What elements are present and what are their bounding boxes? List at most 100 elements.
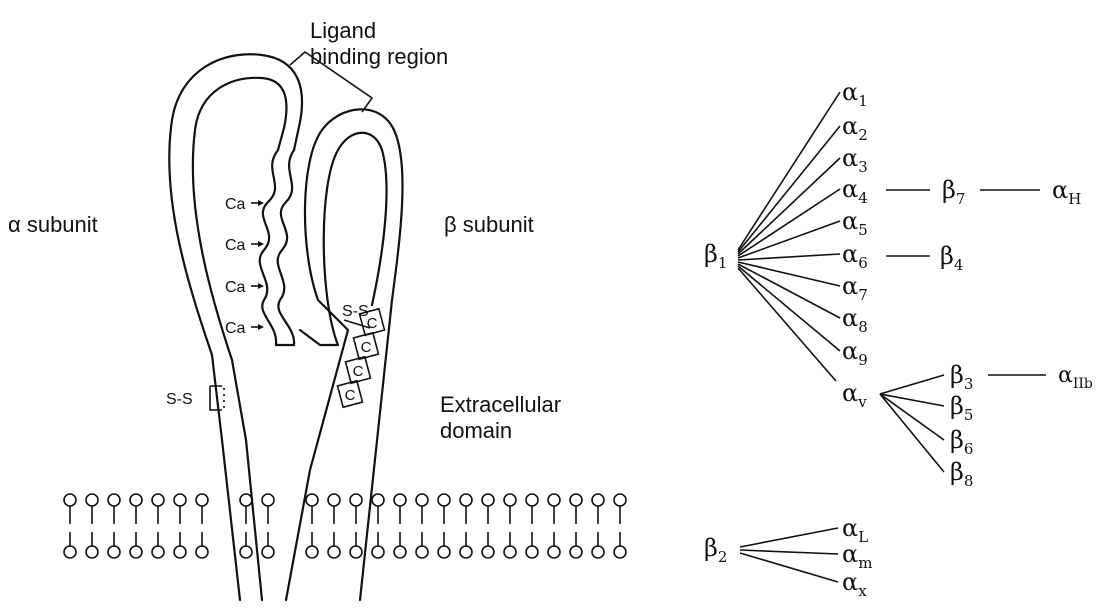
- alpha-node-6: α6: [842, 240, 868, 272]
- extracellular-label-line1: Extracellular: [440, 392, 561, 417]
- alphav-link: [880, 375, 944, 394]
- lipid-top: [130, 494, 142, 524]
- lipid-top: [262, 494, 274, 524]
- lipid-top: [570, 494, 582, 524]
- beta1-link: [738, 268, 836, 381]
- lipid-top: [240, 494, 252, 524]
- beta1-node: β1: [704, 240, 727, 272]
- lipid-top: [416, 494, 428, 524]
- lipid-top: [394, 494, 406, 524]
- lipid-bottom: [262, 532, 274, 558]
- beta2-link: [740, 553, 838, 582]
- lipid-bottom: [196, 532, 208, 558]
- alphaIIb-node: αIIb: [1058, 363, 1093, 392]
- beta1-link: [738, 254, 840, 260]
- cysteine-box-label: C: [361, 339, 372, 356]
- lipid-bottom: [108, 532, 120, 558]
- lipid-top: [86, 494, 98, 524]
- lipid-bottom: [548, 532, 560, 558]
- arrow-head-icon: [258, 241, 264, 247]
- beta-node-3: β3: [950, 361, 973, 393]
- beta-node-5: β5: [950, 392, 973, 424]
- calcium-site: Ca: [225, 196, 264, 213]
- lipid-top: [614, 494, 626, 524]
- ligand-label-line1: Ligand: [310, 18, 376, 43]
- beta4-node: β4: [940, 242, 963, 274]
- cysteine-box-label: C: [353, 363, 364, 380]
- calcium-site: Ca: [225, 279, 264, 296]
- calcium-binding-segment-left: [260, 150, 278, 345]
- beta1-link: [738, 266, 840, 351]
- lipid-top: [548, 494, 560, 524]
- cysteine-box: C: [345, 357, 370, 383]
- lipid-bottom: [526, 532, 538, 558]
- beta1-link: [738, 126, 840, 252]
- arrow-head-icon: [258, 324, 264, 330]
- calcium-site: Ca: [225, 237, 264, 254]
- beta-node-6: β6: [950, 426, 973, 458]
- cysteine-box: C: [337, 381, 362, 407]
- lipid-bottom: [64, 532, 76, 558]
- alpha-node-4: α4: [842, 175, 868, 207]
- alpha-node-x: αx: [842, 568, 867, 600]
- cysteine-box-label: C: [345, 387, 356, 404]
- lipid-bottom: [504, 532, 516, 558]
- ca-label: Ca: [225, 196, 246, 213]
- lipid-bottom: [416, 532, 428, 558]
- lipid-bottom: [240, 532, 252, 558]
- lipid-top: [174, 494, 186, 524]
- lipid-top: [350, 494, 362, 524]
- arrow-head-icon: [258, 200, 264, 206]
- calcium-sites: CaCaCaCa: [225, 196, 264, 337]
- beta2-link: [740, 550, 838, 554]
- calcium-site: Ca: [225, 320, 264, 337]
- beta-subunit-chain: [286, 109, 403, 600]
- lipid-top: [460, 494, 472, 524]
- lipid-bottom: [614, 532, 626, 558]
- beta2-link: [740, 528, 838, 547]
- beta1-link: [738, 189, 840, 256]
- lipid-top: [64, 494, 76, 524]
- alpha-node-5: α5: [842, 207, 868, 239]
- lipid-bottom: [130, 532, 142, 558]
- alpha-node-2: α2: [842, 112, 868, 144]
- beta-subunit-label: β subunit: [444, 212, 534, 237]
- alphaH-node: αH: [1052, 176, 1081, 208]
- ligand-label-line2: binding region: [310, 44, 448, 69]
- alpha-node-9: α9: [842, 337, 868, 369]
- lipid-top: [482, 494, 494, 524]
- lipid-top: [504, 494, 516, 524]
- beta1-link: [738, 264, 840, 318]
- extracellular-label-line2: domain: [440, 418, 512, 443]
- lipid-top: [152, 494, 164, 524]
- alpha-node-7: α7: [842, 272, 868, 304]
- ca-label: Ca: [225, 237, 246, 254]
- cysteine-box: C: [353, 333, 378, 359]
- lipid-top: [526, 494, 538, 524]
- lipid-top: [306, 494, 318, 524]
- lipid-bottom: [570, 532, 582, 558]
- beta-disulfide-label: S-S: [342, 303, 369, 320]
- alpha-node-3: α3: [842, 144, 868, 176]
- beta1-link: [738, 262, 840, 286]
- lipid-top: [438, 494, 450, 524]
- lipid-bottom: [86, 532, 98, 558]
- lipid-bottom: [460, 532, 472, 558]
- alpha-subunit-label: α subunit: [8, 212, 98, 237]
- arrow-head-icon: [258, 283, 264, 289]
- lipid-bottom: [394, 532, 406, 558]
- cell-membrane: [64, 494, 626, 558]
- lipid-bottom: [328, 532, 340, 558]
- lipid-bottom: [350, 532, 362, 558]
- lipid-bottom: [152, 532, 164, 558]
- beta2-node: β2: [704, 534, 727, 566]
- beta7-node: β7: [942, 176, 965, 208]
- lipid-top: [372, 494, 384, 524]
- lipid-top: [328, 494, 340, 524]
- beta-node-8: β8: [950, 458, 973, 490]
- lipid-bottom: [592, 532, 604, 558]
- alpha-node-1: α1: [842, 78, 868, 110]
